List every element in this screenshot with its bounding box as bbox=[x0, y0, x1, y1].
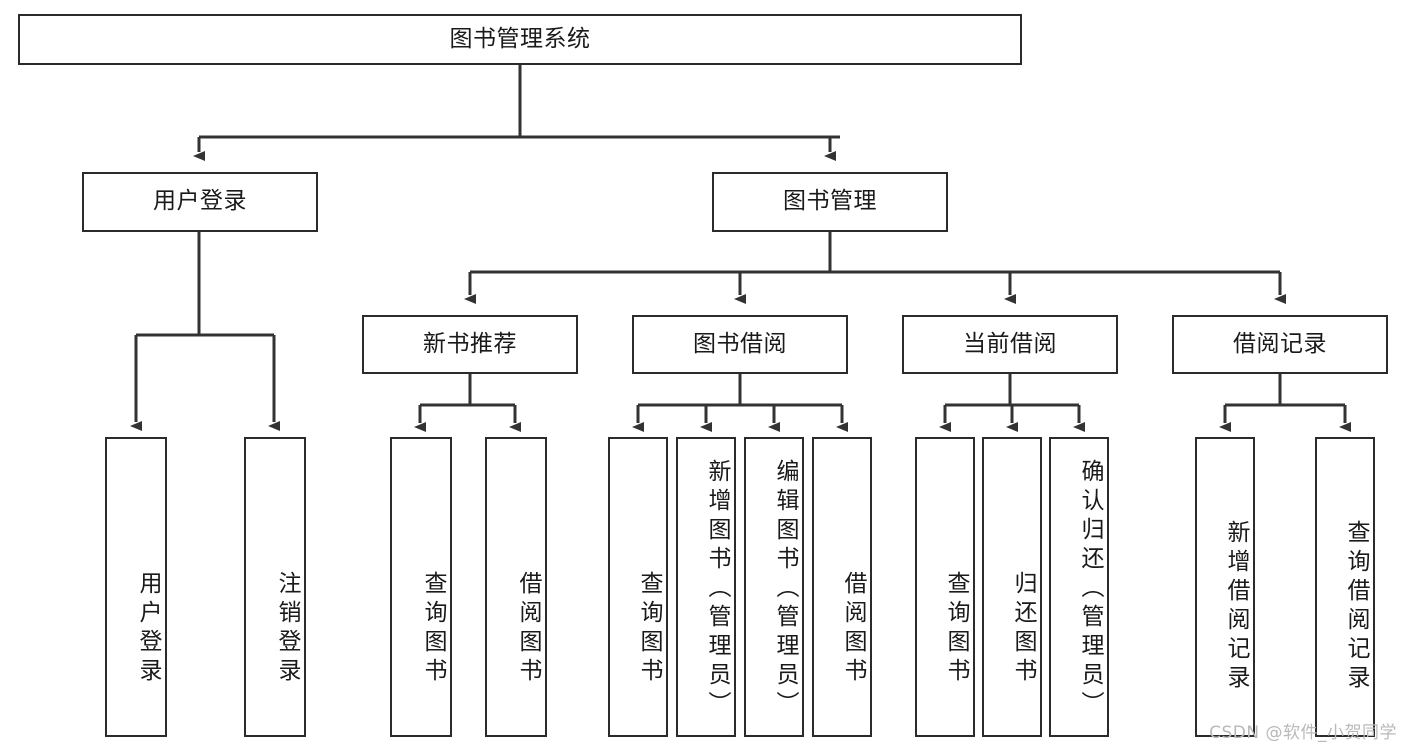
node-current-borrow[interactable]: 当前借阅 bbox=[902, 315, 1118, 374]
node-book-borrow[interactable]: 图书借阅 bbox=[632, 315, 848, 374]
leaf-add-book[interactable]: 新增图书（管理员） bbox=[676, 437, 736, 737]
node-new-book-recommend-label: 新书推荐 bbox=[423, 330, 517, 357]
leaf-logout-login-label: 注销登录 bbox=[274, 571, 300, 687]
node-borrow-record[interactable]: 借阅记录 bbox=[1172, 315, 1388, 374]
leaf-query-record[interactable]: 查询借阅记录 bbox=[1315, 437, 1375, 737]
leaf-user-login-label: 用户登录 bbox=[135, 571, 161, 687]
leaf-query-book-2[interactable]: 查询图书 bbox=[608, 437, 668, 737]
leaf-edit-book[interactable]: 编辑图书（管理员） bbox=[744, 437, 804, 737]
leaf-query-book-1-label: 查询图书 bbox=[420, 571, 446, 687]
leaf-confirm-return-label: 确认归还（管理员） bbox=[1077, 458, 1103, 720]
leaf-edit-book-label: 编辑图书（管理员） bbox=[772, 458, 798, 720]
leaf-query-book-1[interactable]: 查询图书 bbox=[390, 437, 452, 737]
leaf-borrow-book-1[interactable]: 借阅图书 bbox=[485, 437, 547, 737]
node-borrow-record-label: 借阅记录 bbox=[1233, 330, 1327, 357]
node-current-borrow-label: 当前借阅 bbox=[963, 330, 1057, 357]
leaf-add-record[interactable]: 新增借阅记录 bbox=[1195, 437, 1255, 737]
leaf-logout-login[interactable]: 注销登录 bbox=[244, 437, 306, 737]
leaf-query-book-3[interactable]: 查询图书 bbox=[915, 437, 975, 737]
node-root-label: 图书管理系统 bbox=[449, 25, 591, 52]
leaf-borrow-book-1-label: 借阅图书 bbox=[515, 571, 541, 687]
leaf-user-login[interactable]: 用户登录 bbox=[105, 437, 167, 737]
leaf-borrow-book-2[interactable]: 借阅图书 bbox=[812, 437, 872, 737]
node-user-login-label: 用户登录 bbox=[153, 188, 247, 215]
leaf-add-book-label: 新增图书（管理员） bbox=[704, 458, 730, 720]
node-new-book-recommend[interactable]: 新书推荐 bbox=[362, 315, 578, 374]
leaf-return-book[interactable]: 归还图书 bbox=[982, 437, 1042, 737]
node-user-login[interactable]: 用户登录 bbox=[82, 172, 318, 232]
leaf-borrow-book-2-label: 借阅图书 bbox=[840, 571, 866, 687]
node-book-manage[interactable]: 图书管理 bbox=[712, 172, 948, 232]
leaf-query-book-3-label: 查询图书 bbox=[943, 571, 969, 687]
node-root[interactable]: 图书管理系统 bbox=[18, 14, 1022, 65]
leaf-query-book-2-label: 查询图书 bbox=[636, 571, 662, 687]
leaf-return-book-label: 归还图书 bbox=[1010, 571, 1036, 687]
node-book-borrow-label: 图书借阅 bbox=[693, 330, 787, 357]
leaf-add-record-label: 新增借阅记录 bbox=[1223, 520, 1249, 694]
node-book-manage-label: 图书管理 bbox=[783, 188, 877, 215]
leaf-query-record-label: 查询借阅记录 bbox=[1343, 520, 1369, 694]
leaf-confirm-return[interactable]: 确认归还（管理员） bbox=[1049, 437, 1109, 737]
